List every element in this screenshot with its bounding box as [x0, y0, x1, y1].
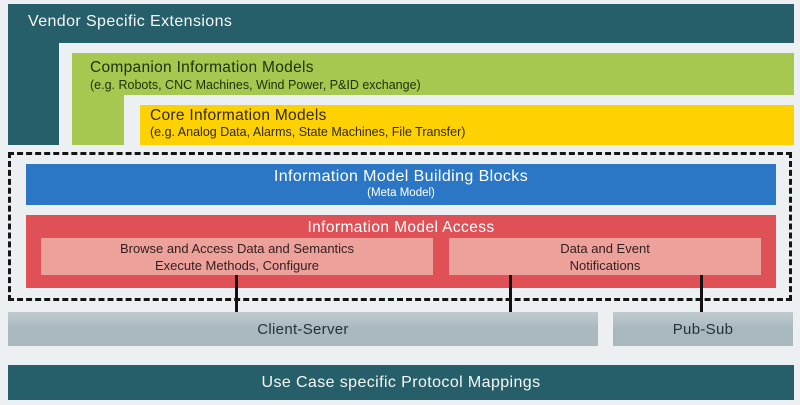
companion-models-label: Companion Information Models [90, 59, 314, 76]
companion-models-examples: (e.g. Robots, CNC Machines, Wind Power, … [90, 78, 421, 92]
core-models-examples: (e.g. Analog Data, Alarms, State Machine… [150, 125, 466, 139]
data-event-notifications-box: Data and Event Notifications [449, 238, 761, 275]
building-blocks-bar: Information Model Building Blocks (Meta … [26, 164, 776, 205]
browse-access-box: Browse and Access Data and Semantics Exe… [41, 238, 433, 275]
protocol-mappings-label: Use Case specific Protocol Mappings [261, 373, 541, 391]
model-access-bar: Information Model Access Browse and Acce… [26, 215, 776, 288]
data-event-line1: Data and Event [560, 240, 650, 256]
client-server-bar: Client-Server [8, 312, 598, 346]
client-server-label: Client-Server [257, 320, 349, 338]
vendor-extensions-label: Vendor Specific Extensions [28, 13, 233, 30]
connector-notifications-to-pub-sub [700, 275, 703, 312]
building-blocks-sublabel: (Meta Model) [367, 187, 435, 199]
core-models-label: Core Information Models [150, 107, 327, 124]
connector-notifications-to-client-server [509, 275, 512, 312]
building-blocks-label: Information Model Building Blocks [273, 168, 529, 185]
protocol-mappings-bar: Use Case specific Protocol Mappings [8, 365, 794, 400]
pub-sub-label: Pub-Sub [672, 320, 734, 338]
pub-sub-bar: Pub-Sub [613, 312, 793, 346]
data-event-line2: Notifications [569, 257, 641, 273]
browse-access-line2: Execute Methods, Configure [154, 257, 320, 273]
browse-access-line1: Browse and Access Data and Semantics [119, 240, 355, 256]
model-access-label: Information Model Access [307, 219, 495, 236]
connector-browse-to-client-server [235, 275, 238, 312]
dashed-highlight-border [8, 152, 792, 301]
core-models-layer: Core Information Models (e.g. Analog Dat… [140, 105, 794, 145]
